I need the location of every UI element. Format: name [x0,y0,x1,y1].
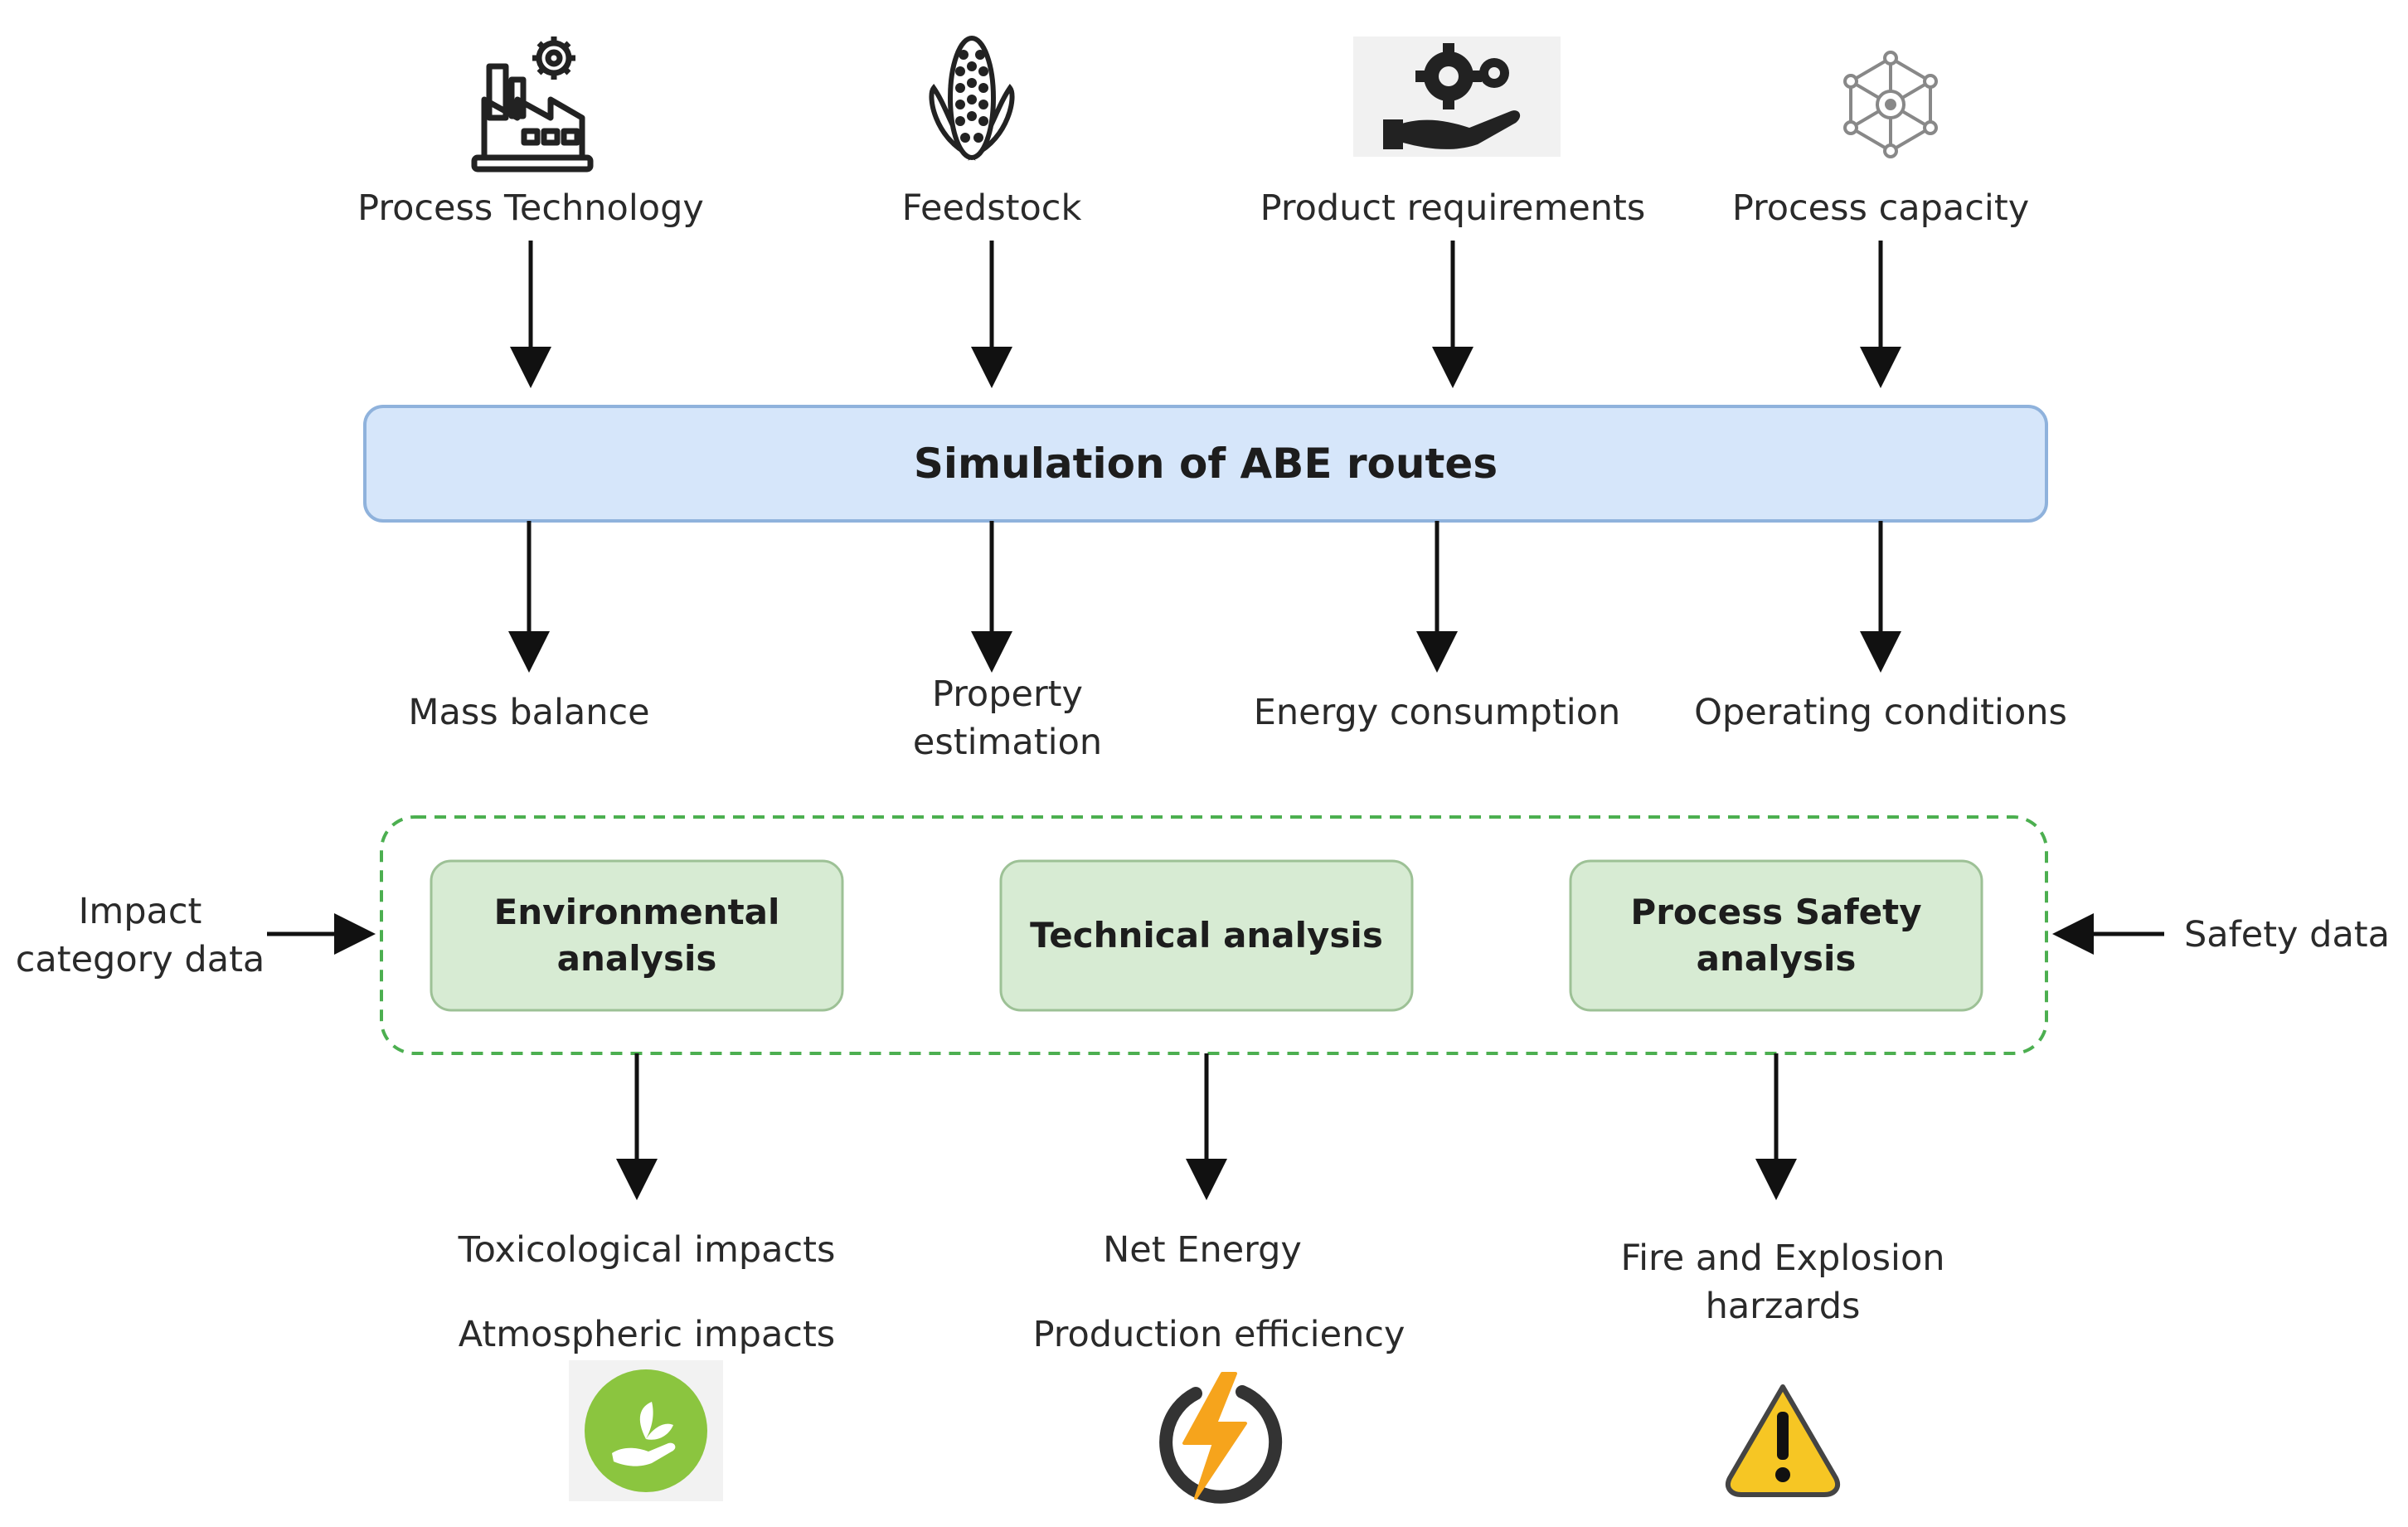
label-property-estimation: Property estimation [912,674,1103,763]
label-impact-category-data: Impact category data [15,891,265,980]
warning-icon [1725,1384,1841,1497]
label-net-energy: Net Energy [1103,1229,1302,1271]
environmental-analysis-label: Environmental analysis [493,892,780,979]
simulation-box [363,405,2048,523]
input-arrows [510,241,1901,388]
eco-hand-icon [569,1360,723,1501]
result-arrows [616,1053,1797,1200]
label-toxicological-impacts: Toxicological impacts [458,1229,836,1271]
label-product-requirements: Product requirements [1260,187,1646,229]
label-process-technology: Process Technology [357,187,704,229]
label-process-capacity: Process capacity [1731,187,2030,229]
factory-icon [471,36,594,173]
label-operating-conditions: Operating conditions [1694,692,2067,733]
output-arrows [508,521,1901,673]
technical-analysis-label: Technical analysis [1030,915,1383,956]
energy-bolt-icon [1159,1372,1283,1504]
label-atmospheric-impacts: Atmospheric impacts [458,1314,836,1355]
process-safety-analysis-box [1569,859,1983,1012]
environmental-analysis-box [430,859,844,1012]
label-fire-explosion-hazards: Fire and Explosion harzards [1620,1238,1945,1327]
label-safety-data: Safety data [2183,914,2391,956]
simulation-title: Simulation of ABE routes [913,440,1498,488]
gear-hand-icon [1353,36,1561,157]
network-icon [1843,51,1938,158]
label-mass-balance: Mass balance [408,692,650,733]
technical-analysis-box [999,859,1414,1012]
label-feedstock: Feedstock [901,187,1082,229]
corn-icon [929,36,1015,161]
label-energy-consumption: Energy consumption [1253,692,1621,733]
analysis-group [380,815,2048,1055]
label-production-efficiency: Production efficiency [1032,1314,1405,1355]
process-safety-analysis-label: Process Safety analysis [1630,892,1922,979]
